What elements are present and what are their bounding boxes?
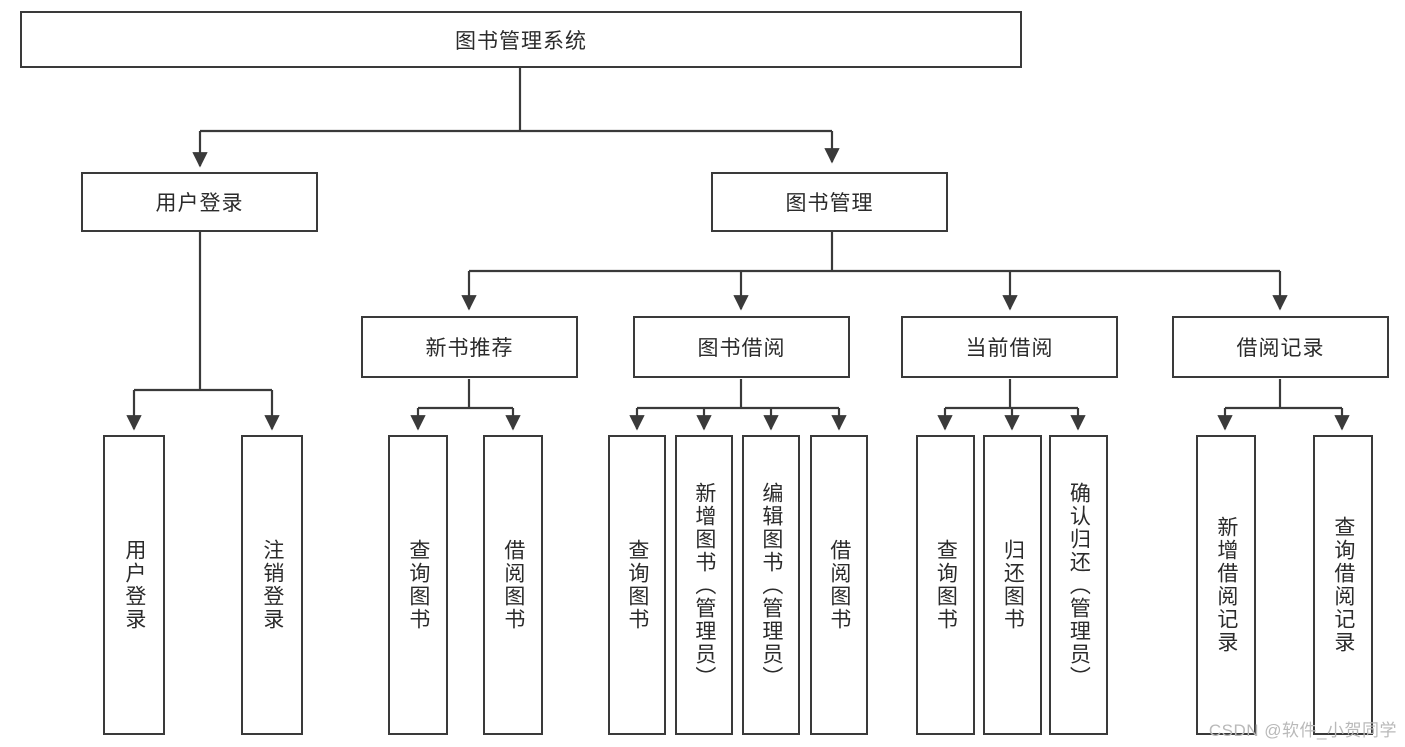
node-label: 查询图书 — [625, 539, 649, 631]
node-label: 借阅图书 — [827, 539, 851, 631]
node-label: 当前借阅 — [965, 337, 1054, 360]
leaf-current-borrow-confirm-return[interactable]: 确认归还（管理员） — [1049, 435, 1108, 735]
node-label: 用户登录 — [122, 539, 146, 631]
leaf-user-login-logout[interactable]: 注销登录 — [241, 435, 303, 735]
leaf-current-borrow-return[interactable]: 归还图书 — [983, 435, 1042, 735]
node-label: 确认归还（管理员） — [1067, 481, 1091, 689]
leaf-borrow-record-query[interactable]: 查询借阅记录 — [1313, 435, 1373, 735]
node-book-management[interactable]: 图书管理 — [711, 172, 948, 232]
node-label: 图书管理系统 — [455, 29, 587, 53]
node-label: 新书推荐 — [425, 337, 514, 360]
leaf-user-login-login[interactable]: 用户登录 — [103, 435, 165, 735]
leaf-book-borrow-query[interactable]: 查询图书 — [608, 435, 666, 735]
leaf-book-borrow-borrow[interactable]: 借阅图书 — [810, 435, 868, 735]
node-root-book-management-system[interactable]: 图书管理系统 — [20, 11, 1022, 68]
node-label: 查询图书 — [934, 539, 958, 631]
leaf-book-borrow-edit[interactable]: 编辑图书（管理员） — [742, 435, 800, 735]
node-label: 新增图书（管理员） — [692, 481, 716, 689]
node-label: 借阅记录 — [1236, 337, 1325, 360]
node-borrow-record[interactable]: 借阅记录 — [1172, 316, 1389, 378]
node-label: 查询图书 — [406, 539, 430, 631]
node-book-borrow[interactable]: 图书借阅 — [633, 316, 850, 378]
leaf-new-book-query[interactable]: 查询图书 — [388, 435, 448, 735]
node-label: 注销登录 — [260, 539, 284, 631]
node-label: 归还图书 — [1001, 539, 1025, 631]
leaf-current-borrow-query[interactable]: 查询图书 — [916, 435, 975, 735]
node-current-borrow[interactable]: 当前借阅 — [901, 316, 1118, 378]
node-new-book-recommend[interactable]: 新书推荐 — [361, 316, 578, 378]
node-user-login[interactable]: 用户登录 — [81, 172, 318, 232]
node-label: 图书管理 — [785, 192, 874, 215]
node-label: 查询借阅记录 — [1331, 516, 1355, 654]
node-label: 图书借阅 — [697, 337, 786, 360]
watermark-text: CSDN @软件_小贺同学 — [1208, 721, 1397, 740]
leaf-borrow-record-add[interactable]: 新增借阅记录 — [1196, 435, 1256, 735]
node-label: 编辑图书（管理员） — [759, 481, 783, 689]
node-label: 用户登录 — [155, 192, 244, 215]
node-label: 借阅图书 — [501, 539, 525, 631]
node-label: 新增借阅记录 — [1214, 516, 1238, 654]
leaf-book-borrow-add[interactable]: 新增图书（管理员） — [675, 435, 733, 735]
leaf-new-book-borrow[interactable]: 借阅图书 — [483, 435, 543, 735]
